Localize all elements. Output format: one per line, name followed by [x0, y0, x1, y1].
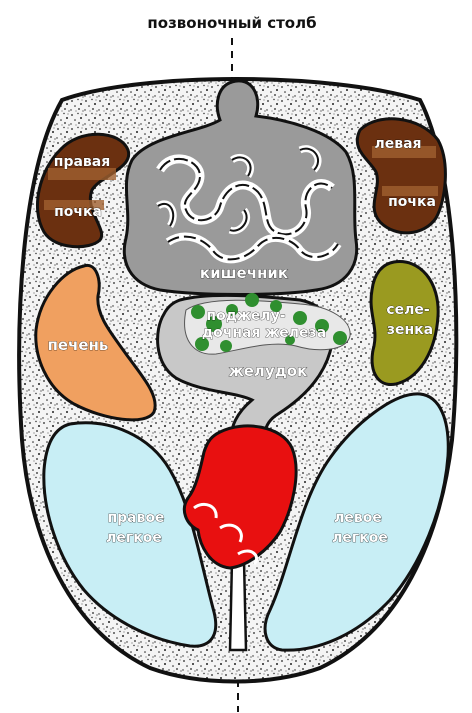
left-lung-label-1: левое [334, 510, 382, 526]
spleen-label-2: зенка [387, 322, 433, 338]
left-kidney-label-1: левая [374, 136, 421, 152]
intestine-label: кишечник [200, 264, 288, 282]
right-lung-label-1: правое [107, 510, 164, 526]
left-kidney-label-2: почка [388, 194, 436, 210]
title-label: позвоночный столб [147, 14, 316, 32]
pancreas-label-1: поджелу- [206, 308, 285, 324]
right-kidney-label-1: правая [54, 154, 110, 170]
spine-column [230, 560, 246, 650]
stomach-label: желудок [229, 362, 307, 380]
liver-label: печень [48, 336, 109, 354]
right-kidney-label-2: почка [54, 204, 102, 220]
left-lung-label-2: легкое [332, 530, 388, 546]
pancreas-label-2: дочная железа [202, 325, 326, 341]
spleen-label-1: селе- [386, 302, 430, 318]
right-lung-label-2: легкое [106, 530, 162, 546]
